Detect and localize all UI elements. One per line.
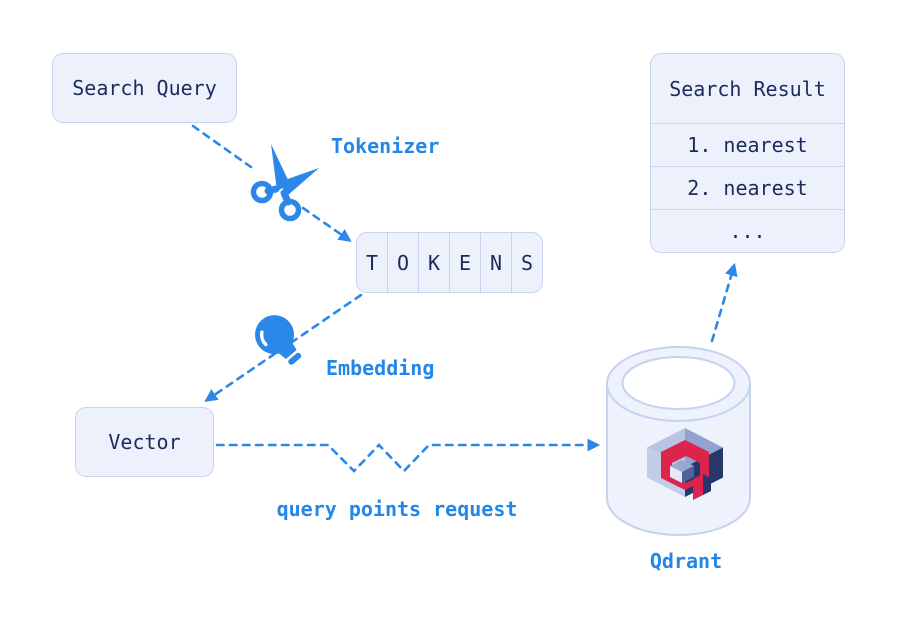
embedding-label: Embedding: [326, 356, 435, 380]
vector-node: Vector: [75, 407, 214, 477]
token-letter: S: [520, 250, 534, 275]
arrow-query-to-tokenizer: [191, 124, 253, 169]
query-points-request-label: query points request: [276, 497, 518, 521]
token-cell: S: [512, 233, 542, 292]
qdrant-logo-icon: [647, 428, 723, 500]
token-cell: T: [357, 233, 388, 292]
token-cell: K: [419, 233, 450, 292]
qdrant-label: Qdrant: [649, 549, 723, 573]
search-result-row: ...: [729, 219, 766, 243]
arrow-tokenizer-to-tokens: [301, 206, 352, 242]
search-result-node: Search Result 1. nearest 2. nearest ...: [650, 53, 845, 253]
arrow-vector-to-qdrant: [215, 438, 601, 473]
tokens-node: T O K E N S: [356, 232, 543, 293]
search-result-row: 2. nearest: [651, 167, 844, 210]
search-query-label: Search Query: [72, 76, 217, 100]
search-query-node: Search Query: [52, 53, 237, 123]
arrow-qdrant-to-result: [710, 262, 738, 343]
token-letter: E: [458, 250, 472, 275]
token-cell: O: [388, 233, 419, 292]
search-result-title: Search Result: [651, 54, 844, 124]
tokenizer-label: Tokenizer: [331, 134, 440, 158]
token-letter: N: [489, 250, 503, 275]
vector-label: Vector: [108, 430, 181, 454]
token-cell: E: [450, 233, 481, 292]
token-cell: N: [481, 233, 512, 292]
search-result-row: 1. nearest: [651, 124, 844, 167]
scissors-icon: [250, 144, 319, 222]
lightbulb-icon: [255, 315, 302, 365]
token-letter: T: [365, 250, 379, 275]
token-letter: O: [396, 250, 410, 275]
token-letter: K: [427, 250, 441, 275]
